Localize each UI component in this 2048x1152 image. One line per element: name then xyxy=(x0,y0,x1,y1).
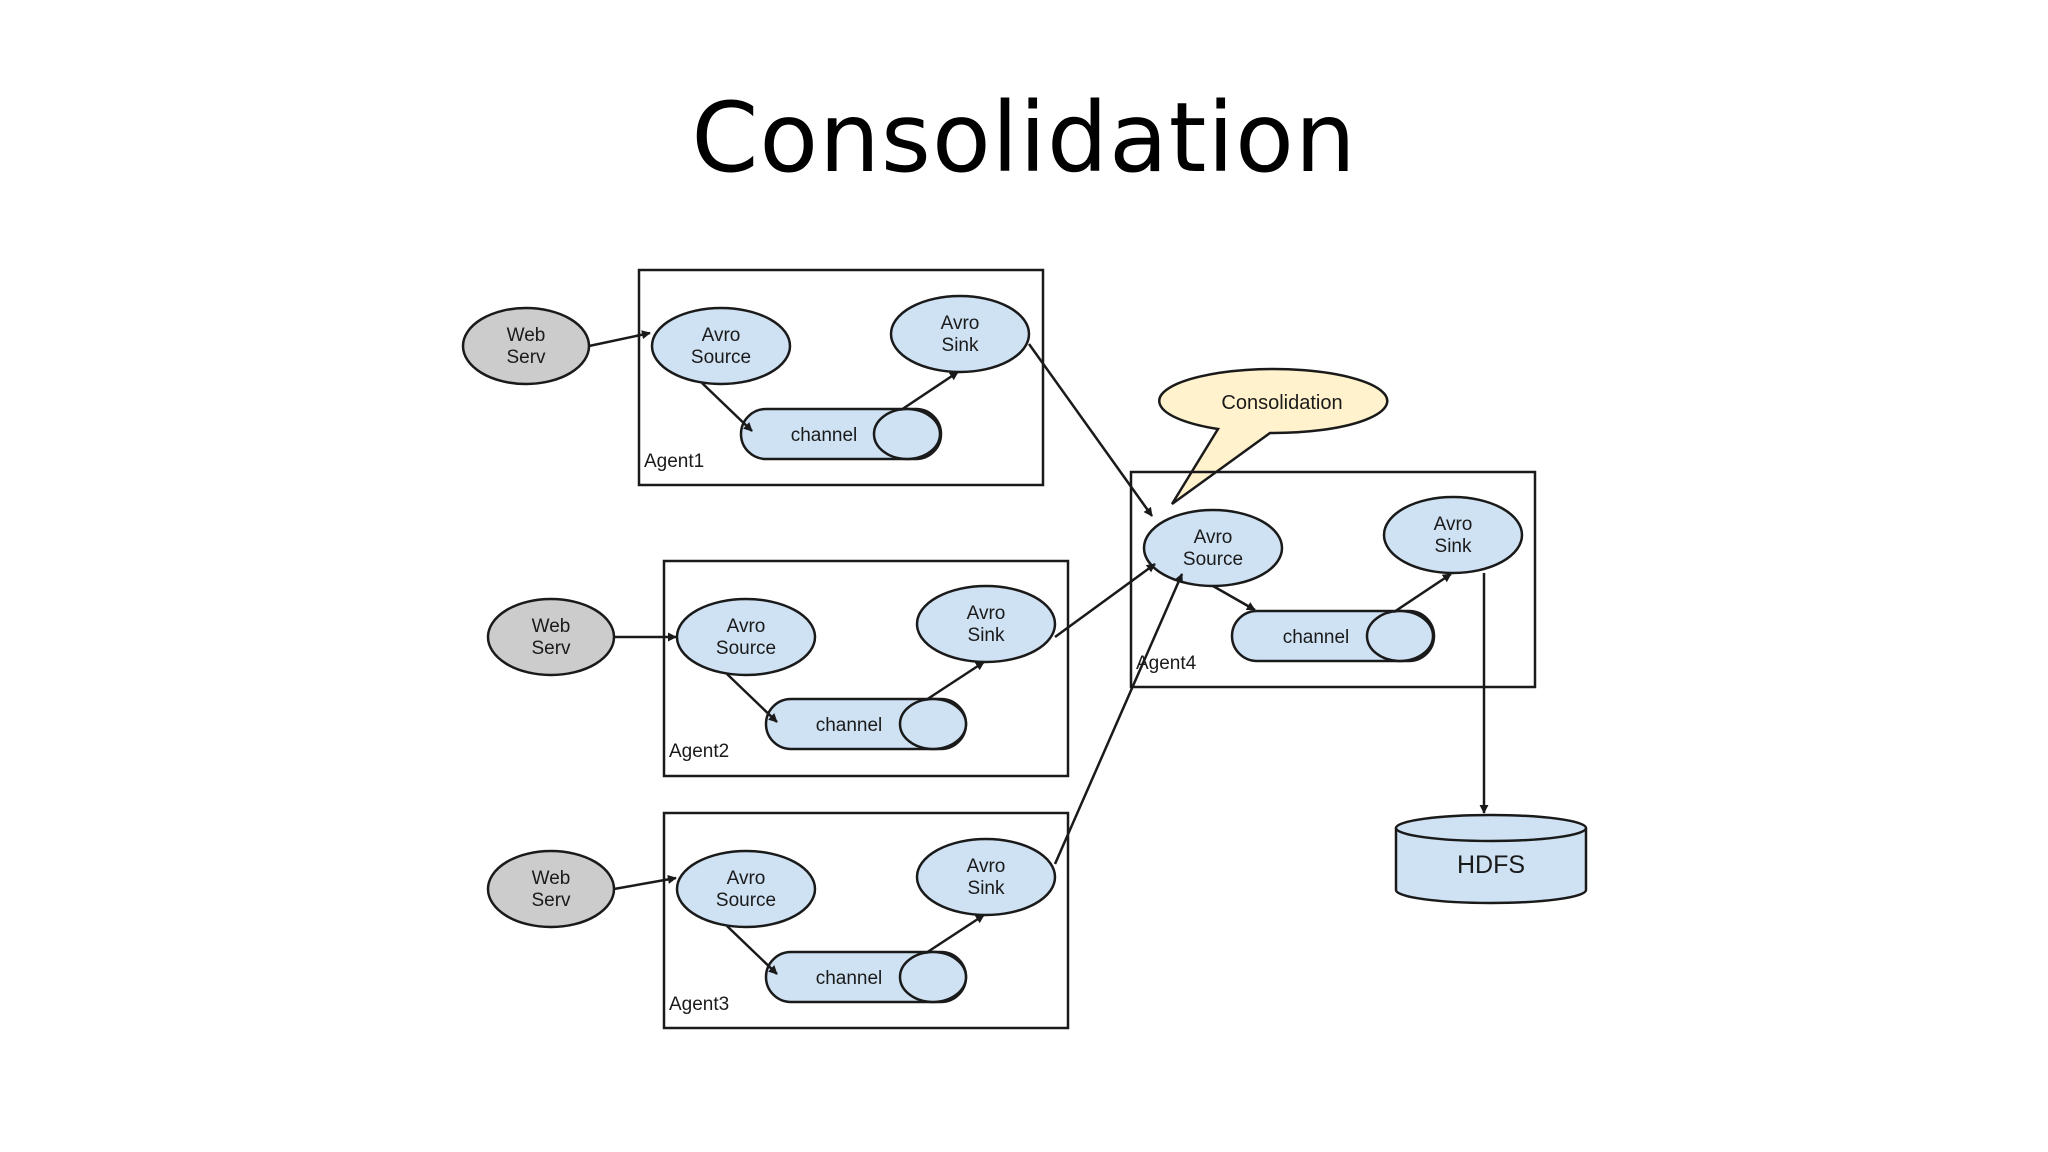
agent1-avro-source-shape xyxy=(650,306,792,386)
agent4-avro-source-line1: Avro xyxy=(1194,527,1233,548)
agent1-channel-label: channel xyxy=(791,425,858,446)
agent3-channel-end xyxy=(898,950,968,1004)
agent1-avro-sink: Avro Sink xyxy=(889,294,1031,374)
agent3-label: Agent3 xyxy=(669,994,729,1015)
agent1-avro-source: Avro Source xyxy=(650,306,792,386)
web-server-1-line1: Web xyxy=(507,325,546,346)
agent1-channel-end xyxy=(872,407,942,461)
agent3-avro-source: Avro Source xyxy=(675,849,817,929)
agent4-box xyxy=(1129,470,1537,689)
hdfs-storage: HDFS xyxy=(1394,813,1588,905)
agent4-avro-source: Avro Source xyxy=(1142,508,1284,588)
agent3-avro-source-line1: Avro xyxy=(727,868,766,889)
arrow-channel3-to-sink3 xyxy=(925,913,985,955)
agent1-channel: channel xyxy=(739,407,943,461)
web-server-2: Web Serv xyxy=(486,597,616,677)
agent3-avro-sink: Avro Sink xyxy=(915,837,1057,917)
hdfs-cylinder-body xyxy=(1394,828,1588,905)
agent4-avro-source-shape xyxy=(1142,508,1284,588)
arrow-sink1-to-source4 xyxy=(1027,343,1154,517)
hdfs-label: HDFS xyxy=(1457,851,1525,879)
arrow-channel1-to-sink1 xyxy=(900,370,959,412)
agent1-avro-source-line2: Source xyxy=(691,347,751,368)
web-server-3-line1: Web xyxy=(532,868,571,889)
agent3-box xyxy=(662,811,1070,1030)
web-server-2-line2: Serv xyxy=(531,638,571,659)
agent2-channel: channel xyxy=(764,697,968,751)
agent3-avro-sink-line1: Avro xyxy=(967,856,1006,877)
web-server-3: Web Serv xyxy=(486,849,616,929)
agent2-channel-end xyxy=(898,697,968,751)
slide-title: Consolidation xyxy=(691,82,1357,194)
agent1-avro-source-line1: Avro xyxy=(702,325,741,346)
agent2-avro-sink: Avro Sink xyxy=(915,584,1057,664)
web-server-1-shape xyxy=(461,306,591,386)
agent4-avro-sink-shape xyxy=(1382,495,1524,575)
consolidation-callout-text: Consolidation xyxy=(1221,392,1342,414)
arrow-source2-to-channel2 xyxy=(726,673,778,723)
agent2-box xyxy=(662,559,1070,778)
agent2-avro-source-line2: Source xyxy=(716,638,776,659)
web-server-3-line2: Serv xyxy=(531,890,571,911)
agent2-avro-sink-line2: Sink xyxy=(968,625,1005,646)
agent2-avro-sink-shape xyxy=(915,584,1057,664)
hdfs-cylinder-top xyxy=(1394,813,1588,843)
agent1-box xyxy=(637,268,1045,487)
arrow-channel4-to-sink4 xyxy=(1393,572,1452,614)
agent3-group: Agent3 Web Serv Avro Source Avro Sink ch… xyxy=(486,811,1070,1030)
web-server-1: Web Serv xyxy=(461,306,591,386)
agent3-avro-source-line2: Source xyxy=(716,890,776,911)
web-server-2-line1: Web xyxy=(532,616,571,637)
agent2-avro-source: Avro Source xyxy=(675,597,817,677)
agent4-channel-end xyxy=(1365,609,1435,663)
arrow-web3-to-source3 xyxy=(613,874,677,891)
agent2-group: Agent2 Web Serv Avro Source Avro Sink ch… xyxy=(486,559,1070,778)
agent4-group: Agent4 Avro Source Avro Sink channel xyxy=(1129,470,1537,689)
web-server-1-line2: Serv xyxy=(506,347,546,368)
agent3-avro-source-shape xyxy=(675,849,817,929)
agent1-avro-sink-shape xyxy=(889,294,1031,374)
arrow-source3-to-channel3 xyxy=(726,925,778,975)
agent1-group: Agent1 Web Serv Avro Source Avro Sink ch… xyxy=(461,268,1045,487)
web-server-2-shape xyxy=(486,597,616,677)
agent3-channel: channel xyxy=(764,950,968,1004)
consolidation-callout: Consolidation xyxy=(1158,367,1389,506)
agent2-avro-sink-line1: Avro xyxy=(967,603,1006,624)
agent4-channel-label: channel xyxy=(1283,627,1350,648)
agent4-channel: channel xyxy=(1230,609,1436,663)
arrow-source1-to-channel1 xyxy=(701,382,753,432)
arrow-source4-to-channel4 xyxy=(1212,584,1256,612)
agent3-avro-sink-shape xyxy=(915,837,1057,917)
agent4-avro-sink-line1: Avro xyxy=(1434,514,1473,535)
agent1-avro-sink-line2: Sink xyxy=(942,335,979,356)
arrow-channel2-to-sink2 xyxy=(925,660,985,702)
arrow-sink2-to-source4 xyxy=(1054,562,1156,639)
agent1-avro-sink-line1: Avro xyxy=(941,313,980,334)
agent2-avro-source-shape xyxy=(675,597,817,677)
agent4-avro-source-line2: Source xyxy=(1183,549,1243,570)
agent4-label: Agent4 xyxy=(1136,653,1197,674)
agent2-avro-source-line1: Avro xyxy=(727,616,766,637)
agent2-label: Agent2 xyxy=(669,741,729,762)
arrow-sink3-to-source4 xyxy=(1053,573,1184,865)
arrow-web1-to-source1 xyxy=(588,330,651,348)
agent1-label: Agent1 xyxy=(644,451,704,472)
agent2-channel-label: channel xyxy=(816,715,883,736)
agent3-avro-sink-line2: Sink xyxy=(968,878,1005,899)
web-server-3-shape xyxy=(486,849,616,929)
consolidation-callout-shape xyxy=(1158,367,1389,506)
agent4-avro-sink: Avro Sink xyxy=(1382,495,1524,575)
agent3-channel-label: channel xyxy=(816,968,883,989)
agent4-avro-sink-line2: Sink xyxy=(1435,536,1472,557)
